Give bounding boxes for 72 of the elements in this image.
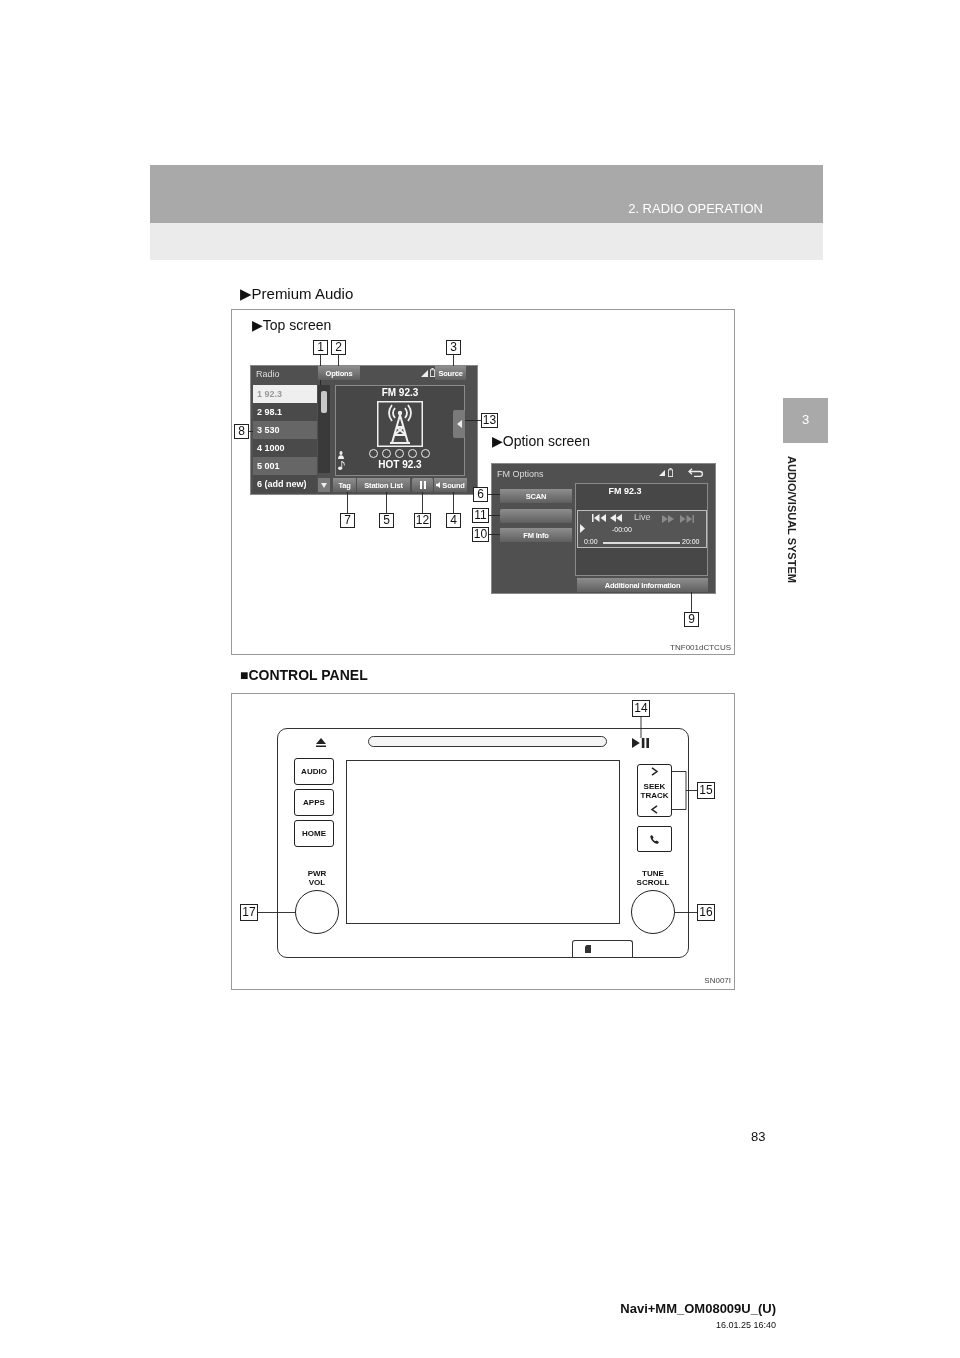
station-name: HOT 92.3 [377,459,423,471]
callout-number: 17 [240,904,258,921]
scroll-bar [318,385,330,473]
leader-line [671,771,698,810]
preset-row: 3 530 [253,421,317,439]
callout-number: 1 [313,340,328,355]
section-heading: ■CONTROL PANEL [240,667,368,684]
panel-button: APPS [294,789,334,816]
preset-row: 5 001 [253,457,317,475]
figure-heading: ▶Top screen [252,317,332,334]
callout-number: 2 [331,340,346,355]
section-heading: ▶Premium Audio [240,285,354,303]
document-code: Navi+MM_OM08009U_(U) [620,1302,776,1317]
screen-title: Radio [256,369,280,380]
callout-number: 14 [632,700,650,717]
leader-line [386,491,387,514]
image-code: TNF001dCTCUS [670,643,731,653]
image-code: SN007I [704,976,731,986]
screen-button [500,509,572,523]
callout-number: 6 [473,487,488,502]
playback-status: Live [634,512,651,523]
page-number: 83 [751,1130,766,1145]
leader-line [248,431,254,432]
leader-line [422,491,423,514]
leader-line [488,534,501,535]
panel-button: HOME [294,820,334,847]
callout-number: 9 [684,612,699,627]
screen-button [412,478,433,492]
callout-number: 8 [234,424,249,439]
knob-label: PWR VOL [306,869,328,887]
leader-line [257,912,296,913]
callout-number: 12 [414,513,431,528]
leader-line [347,491,348,514]
preset-row: 1 92.3 [253,385,317,403]
callout-number: 3 [446,340,461,355]
preset-list [253,385,317,493]
side-tab [453,410,465,438]
chapter-title: AUDIO/VISUAL SYSTEM [785,456,798,583]
rotary-knob [295,890,339,934]
rotary-knob [631,890,675,934]
callout-number: 11 [472,508,489,523]
callout-number: 13 [481,413,498,428]
callout-number: 15 [697,782,715,799]
panel-button: AUDIO [294,758,334,785]
callout-number: 4 [446,513,461,528]
leader-line [640,716,642,739]
knob-label: TUNE SCROLL [635,869,671,887]
preset-row: 4 1000 [253,439,317,457]
leader-line [464,420,482,421]
leader-line [338,354,339,367]
preset-row: 2 98.1 [253,403,317,421]
leader-line [453,354,454,367]
figure-heading: ▶Option screen [492,433,590,450]
screen-title: FM Options [497,469,544,480]
leader-line [691,591,692,613]
rocker-button: SEEK TRACK [637,764,672,817]
chapter-number: 3 [783,398,828,443]
leader-line [674,912,698,913]
play-pause-icon [632,738,649,748]
callout-number: 7 [340,513,355,528]
panel-button [637,826,672,852]
leader-line [487,494,501,495]
station-frequency: FM 92.3 [607,486,643,497]
leader-line [453,491,454,514]
callout-number: 5 [379,513,394,528]
leader-line [488,515,501,516]
callout-number: 16 [697,904,715,921]
callout-number: 10 [472,527,489,542]
print-date: 16.01.25 16:40 [715,1320,776,1331]
running-header: 2. RADIO OPERATION [628,202,763,217]
preset-row: 6 (add new) [253,475,317,493]
station-frequency: FM 92.3 [380,387,420,399]
